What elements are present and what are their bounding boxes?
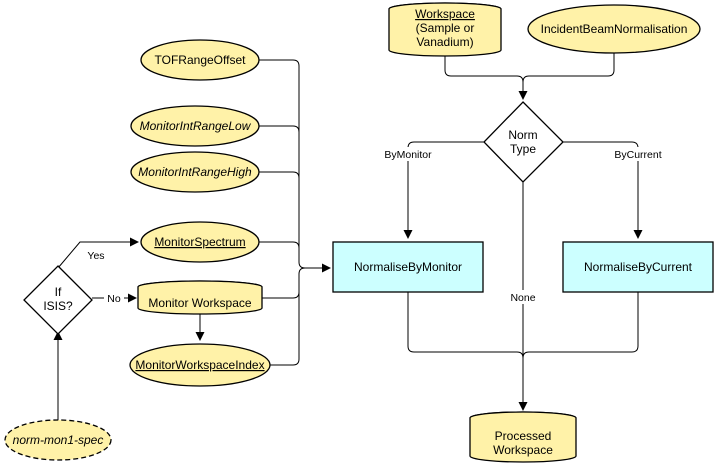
node-monitorintrangehigh-label: MonitorIntRangeHigh — [138, 165, 252, 179]
node-workspace-line-3: Vanadium) — [416, 35, 473, 49]
node-normalisebymonitor: NormaliseByMonitor — [332, 241, 484, 293]
node-monitorworkspaceindex-label: MonitorWorkspaceIndex — [135, 358, 264, 372]
node-monitorspectrum: MonitorSpectrum — [140, 221, 260, 263]
node-workspace-line-1: Workspace — [415, 7, 475, 21]
edge-workspace-to-normtype — [444, 55, 528, 100]
node-ifisis: If ISIS? — [23, 265, 93, 335]
node-tofrangeoffset: TOFRangeOffset — [140, 39, 260, 81]
edge-label-yes: Yes — [87, 250, 104, 262]
node-tofrangeoffset-label: TOFRangeOffset — [155, 53, 247, 67]
edge-label-bymonitor: ByMonitor — [384, 149, 432, 161]
node-normmon1spec: norm-mon1-spec — [4, 419, 112, 461]
node-monitorintrangehigh: MonitorIntRangeHigh — [130, 151, 260, 193]
edge-incidentbeam-to-normtype — [522, 53, 615, 83]
edge-monitorworkspaceindex-to-normalisebymonitor — [270, 274, 300, 366]
node-incidentbeamnormalisation: IncidentBeamNormalisation — [527, 4, 701, 54]
node-monitorworkspace: Monitor Workspace — [137, 280, 263, 315]
node-ifisis-line-1: If — [55, 285, 62, 299]
node-normalisebymonitor-label: NormaliseByMonitor — [354, 260, 462, 274]
edge-ifisis-yes — [57, 237, 139, 269]
edge-monitorspectrum-to-normalisebymonitor — [259, 241, 300, 262]
edge-label-no: No — [107, 293, 121, 305]
node-monitorworkspace-label: Monitor Workspace — [148, 296, 251, 310]
node-normalisebycurrent: NormaliseByCurrent — [562, 241, 714, 293]
node-normtype-line-2: Type — [510, 142, 536, 156]
node-monitorworkspaceindex: MonitorWorkspaceIndex — [129, 343, 271, 387]
node-normalisebycurrent-label: NormaliseByCurrent — [584, 260, 693, 274]
edge-monitorintrangelow-to-normalisebymonitor — [259, 125, 300, 262]
edge-label-none: None — [510, 292, 535, 304]
edge-monitorintrangehigh-to-normalisebymonitor — [259, 171, 300, 262]
node-normtype-line-1: Norm — [508, 128, 537, 142]
node-monitorspectrum-label: MonitorSpectrum — [154, 235, 245, 249]
node-normmon1spec-label: norm-mon1-spec — [13, 433, 104, 447]
node-monitorintrangelow: MonitorIntRangeLow — [130, 105, 260, 147]
node-ifisis-line-2: ISIS? — [43, 299, 73, 313]
edge-tofrangeoffset-to-normalisebymonitor — [259, 59, 331, 273]
edge-normalisebymonitor-to-processed — [407, 292, 524, 359]
node-processedworkspace: Processed Workspace — [469, 411, 577, 463]
edge-label-bycurrent: ByCurrent — [614, 149, 661, 161]
edge-labels: Yes No ByMonitor ByCurrent None — [84, 147, 665, 305]
node-processedworkspace-line-2: Workspace — [493, 443, 553, 457]
node-workspace-line-2: (Sample or — [416, 21, 475, 35]
node-processedworkspace-line-1: Processed — [495, 429, 552, 443]
node-incidentbeamnormalisation-label: IncidentBeamNormalisation — [541, 22, 688, 36]
node-monitorintrangelow-label: MonitorIntRangeLow — [140, 119, 252, 133]
edge-normalisebycurrent-to-processed — [522, 292, 639, 359]
node-normtype: Norm Type — [483, 101, 564, 183]
node-workspace: Workspace (Sample or Vanadium) — [388, 2, 502, 57]
